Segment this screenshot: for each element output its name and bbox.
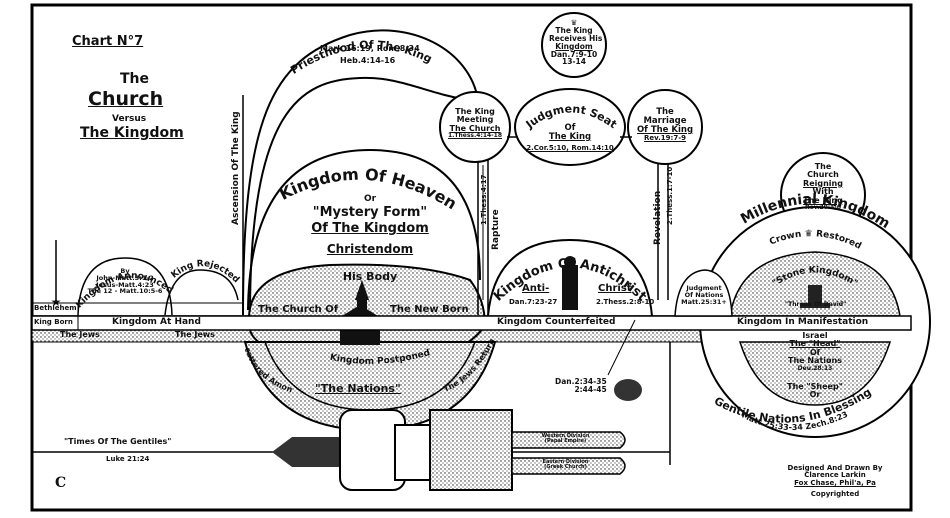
judgment-seat-circle: [514, 88, 626, 166]
antichrist-dome: [487, 238, 653, 317]
marriage-circle: [627, 89, 703, 165]
eastern-division-label: Eastern Division (Greek Church): [542, 459, 589, 471]
king-meeting-label: The King Meeting The Church 1.Thess.4:14…: [447, 107, 503, 140]
priesthood-refs-2: Heb.4:14-16: [340, 56, 396, 65]
stone-kingdom-area: [729, 251, 901, 317]
judgment-seat-label: Of The King 2.Cor.5:10, Rom.14:10: [526, 123, 614, 152]
judgment-nations-label: Judgment Of Nations Matt.25:31+: [681, 284, 727, 306]
throne-of-david-label: "Throne Of David": [785, 301, 847, 308]
title-kingdom: The Kingdom: [80, 125, 184, 141]
king-receives-circle: [541, 12, 607, 78]
of-the-kingdom-label: Of The Kingdom: [311, 221, 429, 236]
anti-label: Anti-: [522, 283, 550, 294]
times-gentiles-ref: Luke 21:24: [106, 455, 150, 463]
stone-icon: [614, 379, 642, 401]
stone-refs: Dan.2:34-35 2:44-45: [555, 377, 607, 394]
revelation-ref: 2.Thess.1:7-10: [666, 167, 674, 225]
king-receives-label: ♛ The King Receives His Kingdom Dan.7:9-…: [549, 18, 603, 67]
kingdom-manifestation-label: Kingdom In Manifestation: [737, 317, 869, 327]
western-division-label: Western Division (Papal Empire): [541, 433, 590, 445]
crown-icon: ♛: [570, 18, 578, 27]
kingdom-announced-refs: By John-Matt.3:1-2 Jesus-Matt.4:23 The 1…: [87, 267, 163, 296]
israel-head-area: [738, 341, 892, 406]
star-icon: ★: [51, 295, 62, 309]
revelation-label: Revelation: [653, 191, 663, 245]
king-meeting-circle: [439, 91, 511, 163]
jews-label-2: The Jews: [175, 330, 215, 339]
antichrist-figure-icon: [562, 256, 578, 310]
chart-number: Chart N°7: [72, 34, 144, 49]
priesthood-arc-inner: [249, 76, 471, 316]
king-rejected-arc: [164, 269, 239, 316]
christ-label: Christ: [598, 283, 632, 294]
priesthood-arc-outer: [242, 29, 479, 316]
his-body-label: His Body: [342, 270, 398, 283]
ascension-label: Ascension Of The King: [231, 111, 241, 225]
throne-of-david-icon: [800, 285, 830, 308]
king-rejected-title: King Rejected: [170, 259, 241, 285]
jews-label-1: The Jews: [60, 330, 100, 339]
kingdom-announced-arc: [77, 257, 173, 316]
kingdom-heaven-or: Or: [363, 194, 377, 204]
antichrist-ref-1: Dan.7:23-27: [509, 298, 558, 306]
israel-head-label: Israel The "Head" Of The Nations Deu.28:…: [788, 331, 842, 372]
church-reigning-label: The Church Reigning With The King Rev.20…: [803, 162, 843, 211]
mystery-form-label: "Mystery Form": [312, 205, 428, 220]
kingdom-at-hand-label: Kingdom At Hand: [112, 317, 201, 327]
new-born-label: The New Born: [390, 304, 469, 315]
stone-arrow: [607, 319, 636, 376]
the-nations-label: "The Nations": [315, 382, 401, 395]
times-gentiles-title: "Times Of The Gentiles": [64, 437, 172, 446]
title-versus: Versus: [112, 114, 147, 124]
marriage-label: The Marriage Of The King Rev.19:7-9: [636, 107, 694, 142]
sheep-label: The "Sheep" Or: [787, 382, 843, 400]
statue-image-icon: [272, 409, 626, 491]
credits-block: Designed And Drawn By Clarence Larkin Fo…: [787, 464, 883, 499]
monogram-icon: C: [55, 475, 67, 491]
christendom-label: Christendom: [326, 242, 414, 256]
priesthood-refs-1: Mark 16:19, Rom.8:34: [320, 44, 420, 53]
antichrist-ref-2: 2.Thess.2:8-10: [596, 298, 655, 306]
bethlehem-label: Bethlehem: [34, 304, 77, 312]
title-church: Church: [88, 88, 164, 110]
rapture-ref: 1.Thess.4:17: [480, 174, 488, 225]
kingdom-counterfeited-label: Kingdom Counterfeited: [497, 317, 616, 327]
title-the: The: [120, 71, 150, 87]
rapture-label: Rapture: [491, 209, 501, 250]
church-of-label: The Church Of: [258, 304, 339, 315]
kingdom-heaven-arc: [247, 148, 481, 311]
judgment-nations-dome: [674, 269, 733, 317]
king-born-label: King Born: [34, 318, 73, 326]
